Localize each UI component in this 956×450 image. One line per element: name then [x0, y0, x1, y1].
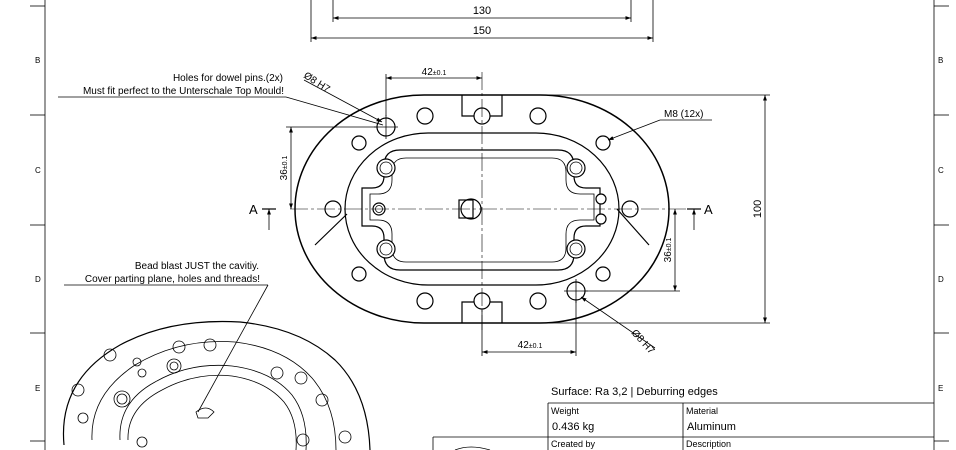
- zone-letter: C: [938, 166, 944, 175]
- zone-letter: B: [35, 56, 40, 65]
- description-label: Description: [686, 439, 731, 449]
- leader-dowel-top: Ø8 H7: [301, 70, 383, 123]
- surface-note: Surface: Ra 3,2 | Deburring edges: [551, 386, 718, 398]
- dimension-text: 36±0.1: [663, 238, 674, 263]
- leader-dowel-bottom: Ø8 H7: [580, 296, 657, 357]
- dimension-text: Ø8 H7: [301, 70, 332, 95]
- zone-letter: B: [938, 56, 943, 65]
- zone-letter: E: [35, 384, 40, 393]
- zone-letter: E: [938, 384, 943, 393]
- zone-letter: D: [938, 275, 944, 284]
- note-line: Must fit perfect to the Unterschale Top …: [83, 86, 284, 97]
- center-lines: [290, 72, 694, 330]
- note-dowel: Holes for dowel pins.(2x) Must fit perfe…: [58, 73, 384, 126]
- weight-value: 0.436 kg: [552, 421, 594, 433]
- note-line: Cover parting plane, holes and threads!: [85, 274, 260, 285]
- dimension-text: 42±0.1: [518, 340, 543, 351]
- section-label: A: [704, 202, 713, 217]
- note-bead-blast: Bead blast JUST the cavitiy. Cover parti…: [64, 261, 269, 413]
- title-block: Surface: Ra 3,2 | Deburring edges Weight…: [432, 386, 934, 450]
- section-label: A: [249, 202, 258, 217]
- dimension-right-36: 36±0.1: [585, 209, 680, 292]
- drawing-frame: [30, 0, 949, 450]
- leader-thread: M8 (12x): [607, 109, 712, 141]
- created-by-label: Created by: [551, 439, 596, 449]
- material-value: Aluminum: [687, 421, 736, 433]
- dimension-height-100: 100: [540, 94, 770, 324]
- note-line: Holes for dowel pins.(2x): [173, 73, 283, 84]
- zone-letter: C: [35, 166, 41, 175]
- zone-letter: D: [35, 275, 41, 284]
- dimension-bottom-42: 42±0.1: [481, 300, 577, 356]
- note-line: Bead blast JUST the cavitiy.: [135, 261, 259, 272]
- zone-letters-right: B C D E: [938, 56, 944, 393]
- dimension-text: M8 (12x): [664, 109, 703, 120]
- dimension-width-150: 150: [310, 0, 654, 42]
- dimension-text: 36±0.1: [279, 156, 290, 181]
- dimension-text: 150: [473, 25, 491, 37]
- dimension-top-42: 42±0.1: [385, 67, 482, 116]
- section-marker-left: A: [249, 202, 276, 230]
- zone-letters-left: B C D E: [35, 56, 41, 393]
- section-marker-right: A: [687, 202, 713, 230]
- dimension-text: 100: [752, 200, 764, 218]
- dimension-text: 130: [473, 5, 491, 17]
- holes: [324, 107, 639, 310]
- dimension-left-36: 36±0.1: [279, 126, 377, 209]
- dimension-width-130: 130: [332, 0, 632, 22]
- material-label: Material: [686, 406, 718, 416]
- weight-label: Weight: [551, 406, 579, 416]
- dimension-text: Ø8 H7: [629, 328, 657, 357]
- isometric-view: [62, 320, 371, 450]
- dimension-text: 42±0.1: [422, 67, 447, 78]
